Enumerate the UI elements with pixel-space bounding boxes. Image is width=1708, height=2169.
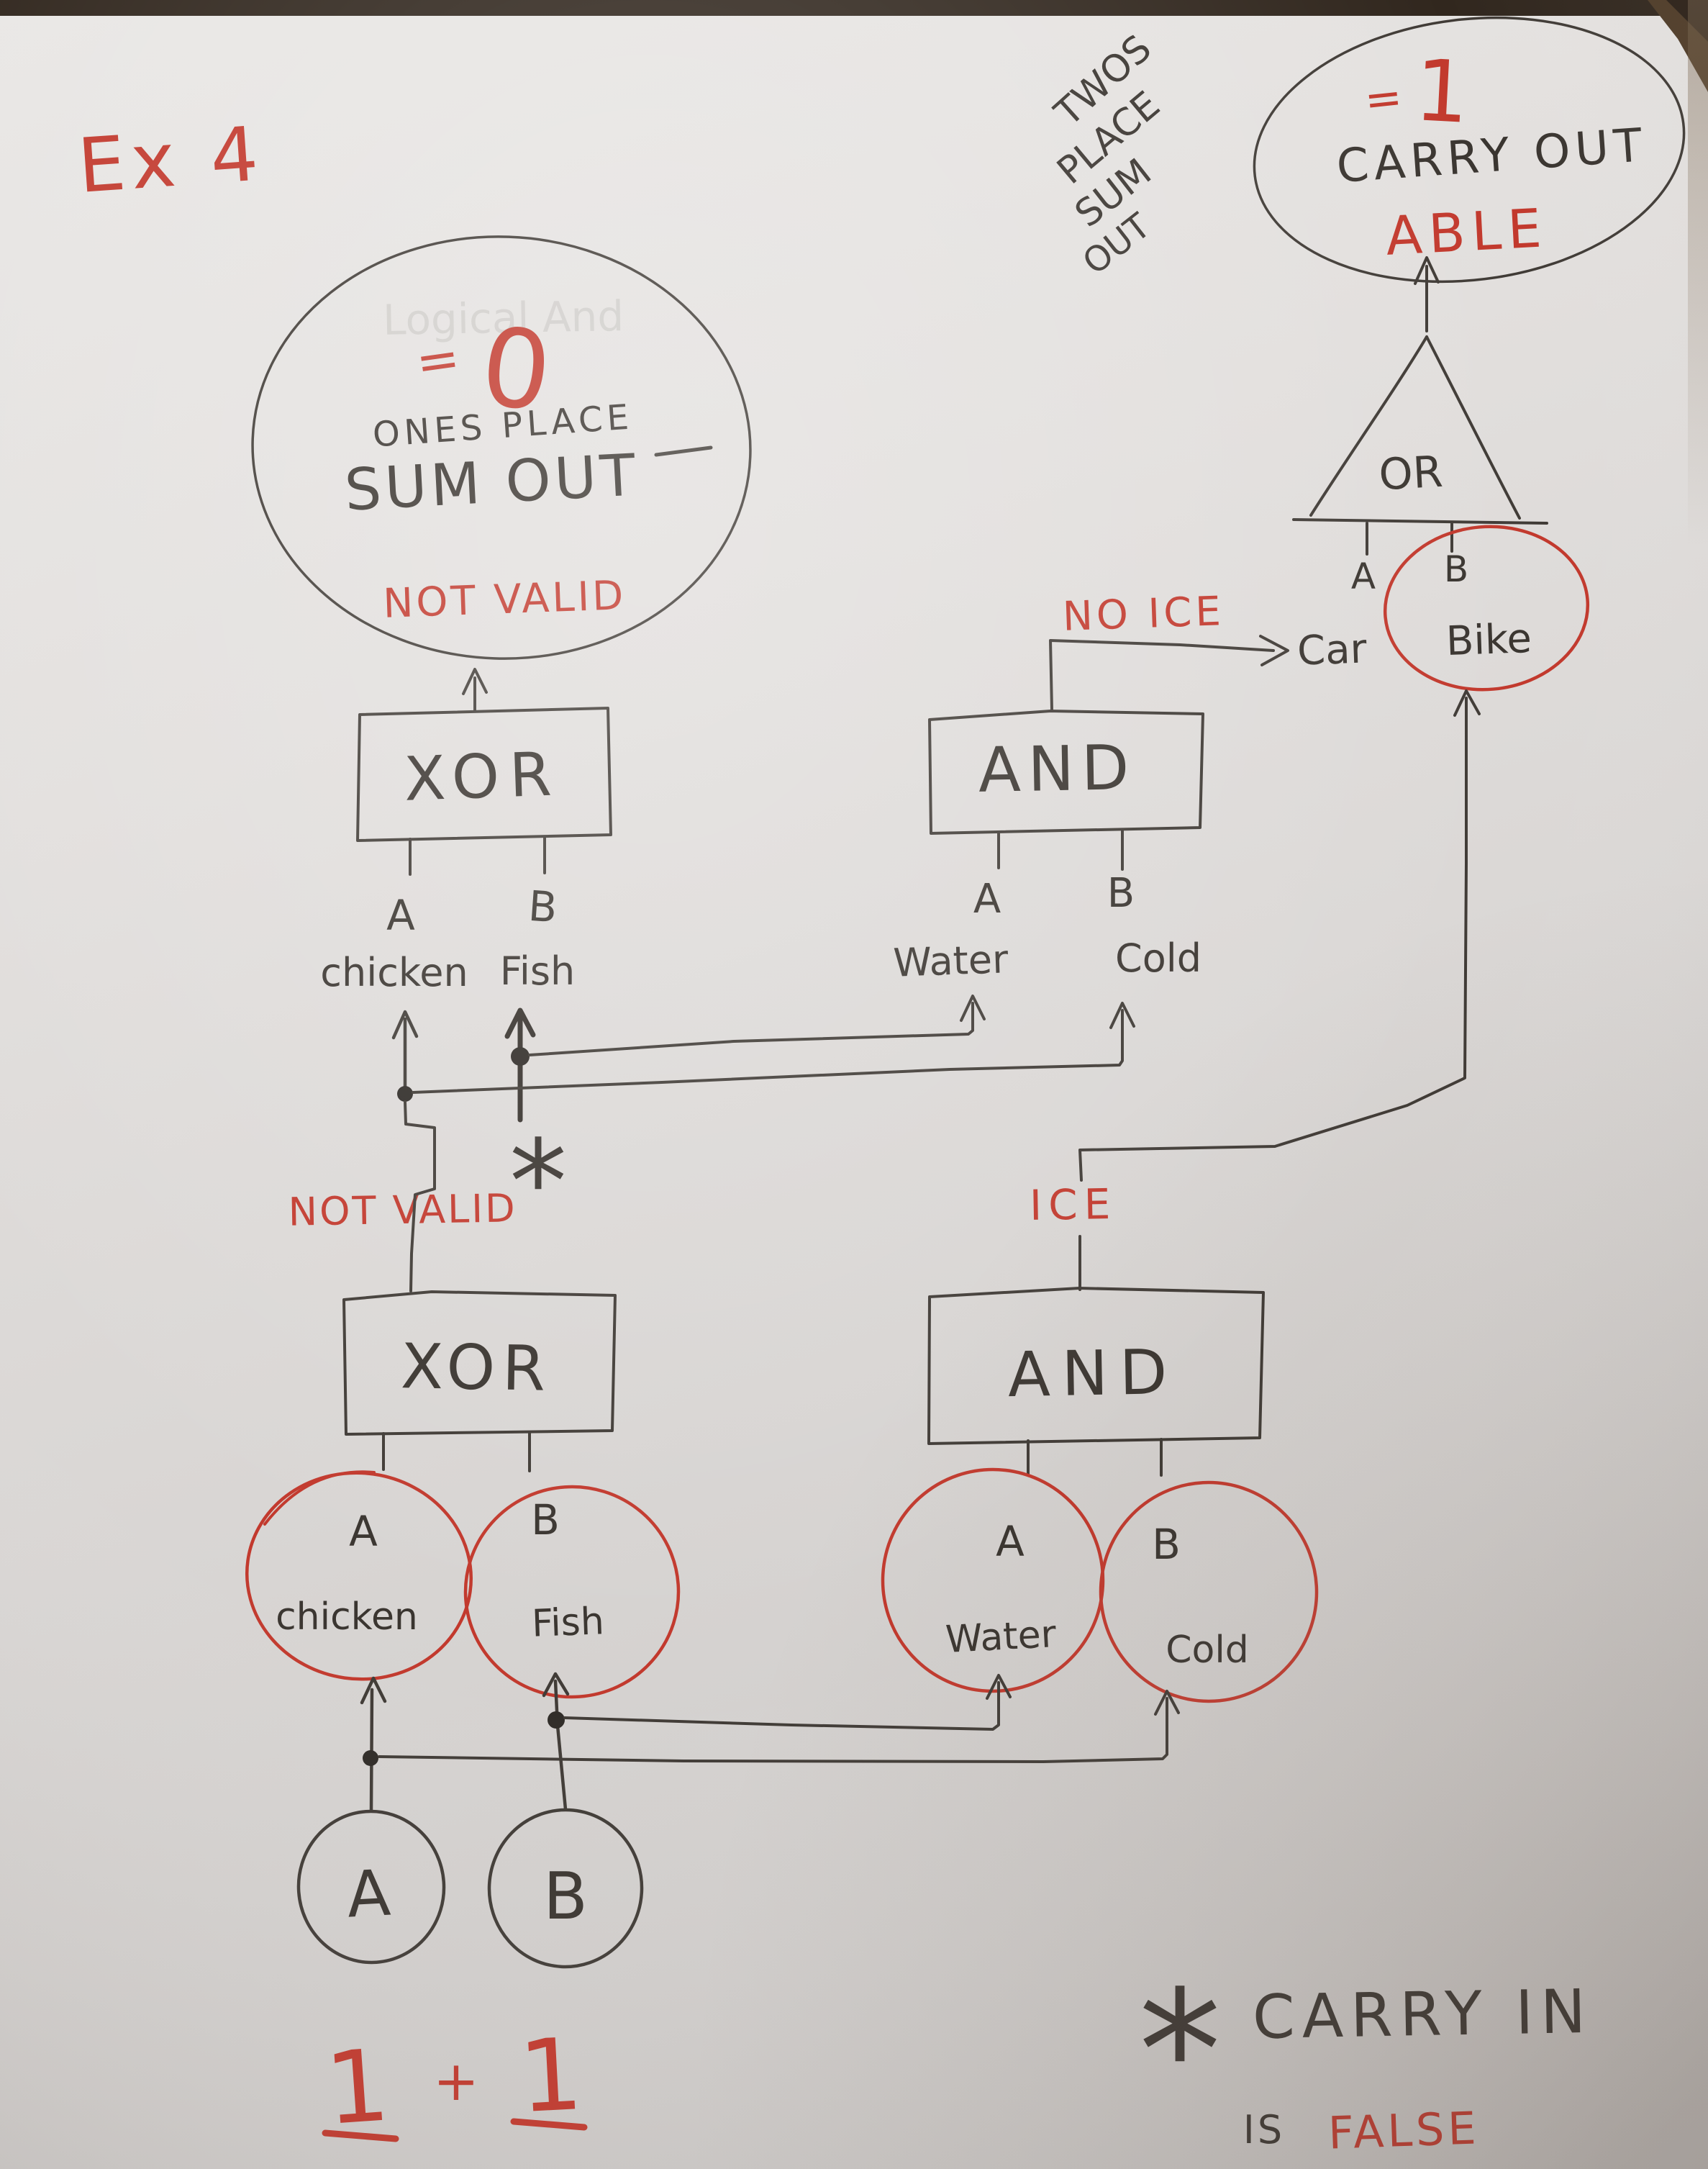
equation-operator: + — [433, 2049, 479, 2113]
or-a-value-car: Car — [1296, 625, 1368, 674]
or-b-value-bike: Bike — [1445, 615, 1532, 665]
and-input-b-value: Cold — [1115, 936, 1201, 981]
page-stack-edge — [1688, 0, 1708, 547]
and-input-a-label: A — [973, 876, 1001, 923]
xor-input-b-value: Fish — [500, 948, 576, 994]
bottom-inputs: A B 1 + 1 — [296, 1672, 1180, 2147]
or-input-b-label: B — [1444, 548, 1468, 590]
input-b-riser — [553, 1679, 568, 1811]
top-xor-gate: XOR A B chicken Fish — [320, 668, 612, 995]
lower-and-output-label: ICE — [1029, 1179, 1117, 1230]
top-and-gate: AND NO ICE A B Water Cold — [892, 588, 1289, 986]
footnote-title: CARRY IN — [1252, 1976, 1594, 2052]
xor-gate-label: XOR — [400, 1331, 553, 1405]
sum-equals-sign: = — [412, 327, 463, 393]
input-a-riser — [369, 1688, 374, 1813]
equation-left: 1 — [322, 2027, 393, 2147]
or-gate: OR A B — [1292, 256, 1548, 597]
xor-input-b-value: Fish — [531, 1600, 605, 1645]
and-output-wire — [1049, 639, 1275, 711]
twos-place-note: TWOS PLACE SUM OUT — [1046, 27, 1168, 283]
carry-out-bubble: = 1 CARRY OUT ABLE — [1253, 16, 1686, 284]
bike-highlight: Bike — [1383, 525, 1590, 692]
footnote-is: IS — [1243, 2107, 1285, 2152]
xor-input-a-label: A — [349, 1507, 378, 1556]
xor-gate-label: XOR — [403, 738, 563, 815]
and-gate-label: AND — [1007, 1336, 1179, 1411]
input-b-label: B — [543, 1859, 588, 1934]
and-input-b-value: Cold — [1166, 1629, 1249, 1672]
wire-b-to-water — [563, 1681, 1000, 1731]
junction-dot — [548, 1711, 565, 1729]
carry-title: CARRY OUT — [1335, 119, 1648, 194]
equation-right: 1 — [516, 2016, 585, 2135]
or-input-a-label: A — [1351, 556, 1376, 597]
and-input-a-value: Water — [945, 1613, 1058, 1662]
xor-input-a-value: chicken — [276, 1595, 418, 1639]
lower-xor-gate: NOT VALID XOR A chicken B Fish — [245, 1100, 681, 1699]
junction-dot — [397, 1086, 413, 1102]
and-input-a-value: Water — [892, 936, 1009, 986]
carry-verdict: ABLE — [1384, 197, 1550, 268]
footnote-asterisk: * — [1139, 1956, 1222, 2148]
and-input-a-label: A — [996, 1517, 1025, 1566]
red-circle-bike — [1383, 525, 1590, 692]
carry-in-asterisk: * — [509, 1115, 567, 1249]
or-gate-label: OR — [1378, 447, 1444, 501]
red-circle-cold — [1099, 1480, 1319, 1703]
red-circle-fish — [463, 1485, 681, 1699]
xor-input-b-label: B — [531, 1495, 560, 1544]
and-output-note: NO ICE — [1062, 588, 1225, 640]
and-input-b-label: B — [1107, 870, 1135, 917]
sum-verdict: NOT VALID — [382, 572, 627, 628]
input-a-label: A — [345, 1856, 393, 1932]
desk-strip — [0, 0, 1708, 16]
lower-xor-verdict: NOT VALID — [288, 1185, 517, 1235]
footnote-false: FALSE — [1327, 2101, 1481, 2159]
lower-and-gate: ICE AND A Water B Cold — [881, 689, 1481, 1703]
and-input-b-label: B — [1152, 1520, 1181, 1569]
and-gate-label: AND — [978, 732, 1137, 807]
or-triangle-base — [1292, 518, 1548, 525]
xor-input-a-label: A — [386, 891, 415, 940]
xor-input-b-label: B — [527, 882, 558, 933]
carry-value: 1 — [1412, 40, 1471, 142]
wire-a-to-cold — [378, 1697, 1168, 1763]
pen-dash — [654, 445, 713, 457]
xor-input-a-value: chicken — [320, 950, 468, 995]
carry-in-footnote: * CARRY IN IS FALSE — [1139, 1956, 1594, 2160]
junction-dot — [511, 1047, 530, 1066]
junction-dot — [363, 1750, 378, 1766]
carry-equals-sign: = — [1362, 71, 1404, 127]
wire-fish-to-water — [528, 1002, 974, 1056]
red-circle-chicken — [245, 1471, 473, 1681]
page-title: Ex 4 — [75, 109, 266, 210]
red-circle-water — [881, 1467, 1105, 1693]
